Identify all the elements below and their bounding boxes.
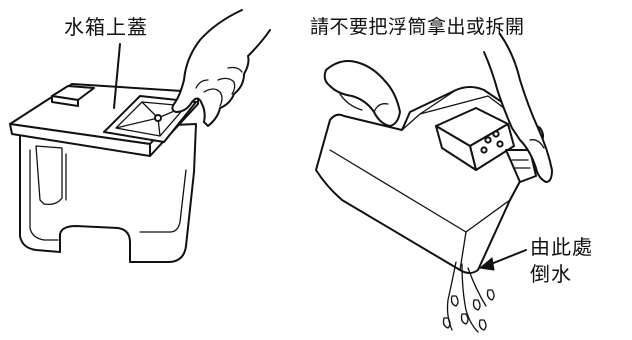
float-warning-label: 請不要把浮筒拿出或拆開	[310, 16, 525, 38]
pour-label-line1: 由此處	[530, 235, 593, 259]
float-window	[35, 145, 63, 206]
tank-lid-label: 水箱上蓋	[64, 15, 148, 39]
pour-arrow	[478, 249, 527, 271]
lid-leader-line	[113, 43, 121, 109]
pour-label-line2: 倒水	[530, 262, 572, 286]
valve	[505, 149, 537, 183]
water-tank-right	[315, 86, 544, 274]
hand-upper-right	[323, 60, 401, 127]
hand-left	[171, 9, 271, 127]
water-stream	[442, 261, 495, 333]
lid-center-hole	[154, 114, 162, 122]
water-tank-left	[19, 123, 197, 263]
hand-right	[483, 33, 553, 183]
pour-here-label: 由此處 倒水	[530, 234, 610, 288]
